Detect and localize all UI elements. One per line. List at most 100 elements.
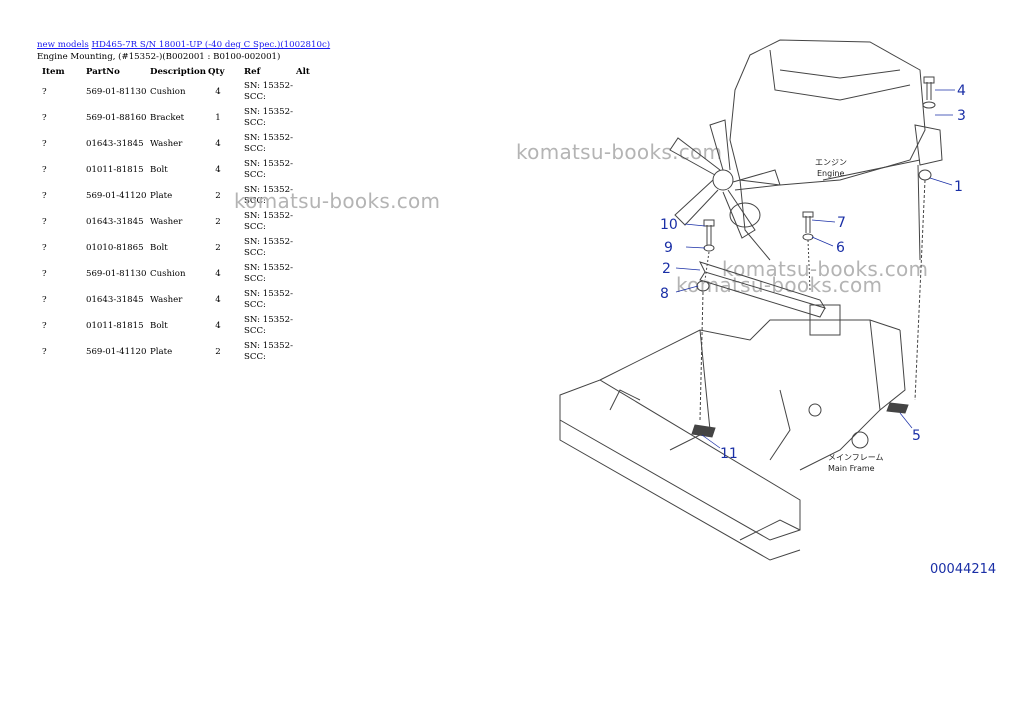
col-description: Description: [150, 67, 207, 77]
cell-ref: SN: 15352-SCC:: [244, 341, 293, 362]
cell-qty: 2: [215, 243, 221, 253]
cell-item: ?: [42, 347, 47, 357]
cell-description: Bolt: [150, 321, 168, 331]
watermark: komatsu-books.com: [234, 189, 441, 213]
cell-partno: 569-01-81130: [86, 87, 147, 97]
cell-qty: 4: [215, 295, 221, 305]
cell-description: Washer: [150, 295, 183, 305]
cell-qty: 2: [215, 217, 221, 227]
cell-alt: [296, 235, 316, 261]
cell-qty: 4: [215, 165, 221, 175]
cell-partno: 01643-31845: [86, 217, 144, 227]
watermark: komatsu-books.com: [676, 273, 883, 297]
breadcrumb: new models HD465-7R S/N 18001-UP (-40 de…: [37, 39, 330, 51]
cell-qty: 2: [215, 191, 221, 201]
cell-ref: SN: 15352-SCC:: [244, 107, 293, 128]
col-qty: Qty: [208, 67, 225, 77]
callout-4: 4: [957, 83, 966, 99]
callout-11: 11: [720, 446, 738, 462]
cell-description: Plate: [150, 347, 173, 357]
cell-partno: 569-01-88160: [86, 113, 147, 123]
label-frame-jp: メインフレーム: [828, 453, 884, 462]
table-row: ? 01643-31845 Washer 2 SN: 15352-SCC:: [37, 209, 316, 235]
cell-alt: [296, 339, 316, 365]
callout-9: 9: [664, 240, 673, 256]
cell-partno: 569-01-81130: [86, 269, 147, 279]
cell-qty: 4: [215, 87, 221, 97]
label-engine-jp: エンジン: [815, 158, 847, 167]
cell-description: Bolt: [150, 165, 168, 175]
cell-description: Cushion: [150, 87, 186, 97]
cell-qty: 1: [215, 113, 221, 123]
cell-qty: 4: [215, 321, 221, 331]
watermark: komatsu-books.com: [722, 257, 929, 281]
cell-description: Bolt: [150, 243, 168, 253]
cell-alt: [296, 79, 316, 105]
cell-item: ?: [42, 269, 47, 279]
cell-partno: 01011-81815: [86, 165, 144, 175]
cell-alt: [296, 157, 316, 183]
cell-description: Washer: [150, 217, 183, 227]
cell-item: ?: [42, 139, 47, 149]
cell-item: ?: [42, 191, 47, 201]
parts-table: Item PartNo Description Qty Ref Alt ? 569…: [37, 65, 316, 365]
cell-item: ?: [42, 113, 47, 123]
cell-partno: 01010-81865: [86, 243, 144, 253]
cell-ref: SN: 15352-SCC:: [244, 159, 293, 180]
label-frame: Main Frame: [828, 464, 875, 473]
cell-partno: 569-01-41120: [86, 347, 147, 357]
cell-qty: 2: [215, 347, 221, 357]
label-engine: Engine: [817, 169, 844, 178]
cell-partno: 569-01-41120: [86, 191, 147, 201]
callout-7: 7: [837, 215, 846, 231]
col-ref: Ref: [244, 66, 261, 77]
cell-description: Cushion: [150, 269, 186, 279]
callout-6: 6: [836, 240, 845, 256]
table-row: ? 01643-31845 Washer 4 SN: 15352-SCC:: [37, 287, 316, 313]
cell-ref: SN: 15352-SCC:: [244, 263, 293, 284]
cell-alt: [296, 131, 316, 157]
callout-5: 5: [912, 428, 921, 444]
cell-partno: 01643-31845: [86, 295, 144, 305]
cell-alt: [296, 105, 316, 131]
cell-item: ?: [42, 321, 47, 331]
cell-alt: [296, 261, 316, 287]
cell-partno: 01011-81815: [86, 321, 144, 331]
link-model[interactable]: HD465-7R S/N 18001-UP (-40 deg C Spec.)(…: [91, 40, 331, 50]
link-new-models[interactable]: new models: [37, 40, 89, 50]
cell-alt: [296, 313, 316, 339]
callout-2: 2: [662, 261, 671, 277]
callout-1: 1: [954, 179, 963, 195]
cell-ref: SN: 15352-SCC:: [244, 185, 293, 206]
cell-ref: SN: 15352-SCC:: [244, 289, 293, 310]
cell-item: ?: [42, 165, 47, 175]
cell-ref: SN: 15352-SCC:: [244, 211, 293, 232]
col-item: Item: [42, 67, 65, 77]
cell-item: ?: [42, 295, 47, 305]
callout-8: 8: [660, 286, 669, 302]
cell-description: Bracket: [150, 113, 185, 123]
figure-number: 00044214: [930, 562, 997, 577]
col-alt: Alt: [296, 67, 310, 77]
cell-ref: SN: 15352-SCC:: [244, 81, 293, 102]
engine-mounting-diagram: 4 3 1 7 6 10 9 2 8 11 5 エンジン Engine メインフ…: [559, 39, 966, 561]
table-row: ? 01011-81815 Bolt 4 SN: 15352-SCC:: [37, 157, 316, 183]
cell-description: Plate: [150, 191, 173, 201]
cell-item: ?: [42, 87, 47, 97]
cell-qty: 4: [215, 269, 221, 279]
callout-10: 10: [660, 217, 678, 233]
page-subtitle: Engine Mounting, (#15352-)(B002001 : B01…: [37, 52, 281, 62]
cell-item: ?: [42, 217, 47, 227]
table-header-row: Item PartNo Description Qty Ref Alt: [37, 65, 316, 79]
cell-description: Washer: [150, 139, 183, 149]
cell-alt: [296, 287, 316, 313]
cell-partno: 01643-31845: [86, 139, 144, 149]
